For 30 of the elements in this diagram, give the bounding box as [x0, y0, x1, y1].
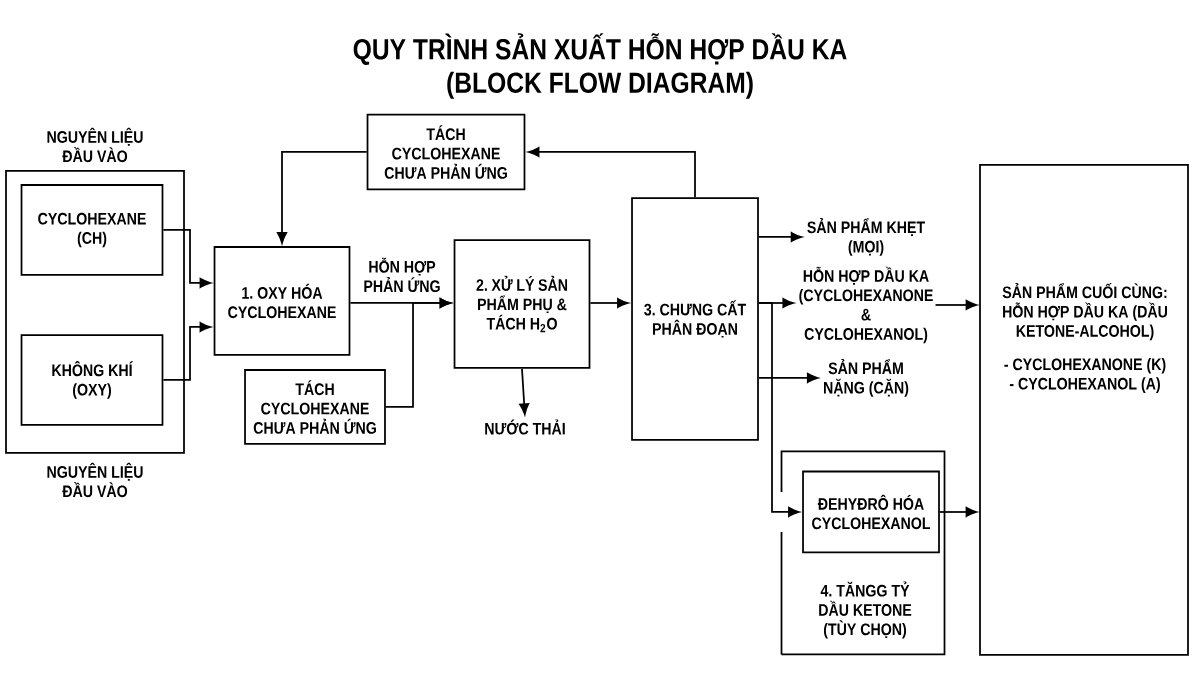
arrow: [527, 147, 696, 198]
edge-label: HỖN HỢP PHẢN ỨNG: [359, 254, 445, 296]
arrow: [758, 232, 803, 242]
stream-label: SẢN PHẨM KHẸT (MỌI): [807, 218, 925, 256]
process-box: 3. CHƯNG CẤT PHÂN ĐOẠN: [631, 197, 759, 441]
stream-label: SẢN PHẨM NẶNG (CẶN): [824, 359, 909, 397]
box-label: SẢN PHẨM CUỐI CÙNG: HỖN HỢP DẦU KA (DẦU KETONE-ALCOHOL) - CYCLOHEXANONE (K) - CYCLOHEXANOL (A): [1002, 283, 1167, 393]
process-box: 1. OXY HÓA CYCLOHEXANE: [213, 246, 351, 356]
arrow: [162, 322, 212, 381]
box-label: NGUYÊN LIỆU ĐẦU VÀO: [47, 127, 143, 163]
stream-label: NƯỚC THẢI: [485, 419, 565, 435]
arrow: [758, 373, 819, 383]
box-label: 4. TĂNGG TỶ DẦU KETONE (TÙY CHỌN): [819, 581, 912, 639]
arrow: [385, 298, 452, 408]
arrow: [589, 298, 629, 308]
arrow: [758, 302, 800, 517]
arrow: [277, 151, 368, 244]
process-box: CYCLOHEXANE (CH): [20, 184, 164, 276]
process-box: 2. XỬ LÝ SẢN PHẨM PHỤ & TÁCH H$_{2}$O: [453, 239, 591, 369]
process-box: TÁCH CYCLOHEXANE CHƯA PHẢN ỨNG: [366, 113, 526, 191]
arrow: [939, 507, 978, 517]
process-box: TÁCH CYCLOHEXANE CHƯA PHẢN ỨNG: [244, 369, 386, 445]
arrow: [162, 229, 212, 288]
arrow: [934, 300, 978, 310]
process-box: KHÔNG KHÍ (OXY): [20, 334, 164, 426]
box-label: NGUYÊN LIỆU ĐẦU VÀO: [47, 462, 143, 498]
title: QUY TRÌNH SẢN XUẤT HỖN HỢP DẦU KA (BLOCK FLOW DIAGRAM): [353, 33, 847, 99]
stream-label: HỖN HỢP DẦU KA (CYCLOHEXANONE & CYCLOHEXANOL): [799, 266, 933, 344]
arrow: [519, 368, 530, 415]
process-box: ĐEHYĐRÔ HÓA CYCLOHEXANOL: [802, 470, 940, 554]
